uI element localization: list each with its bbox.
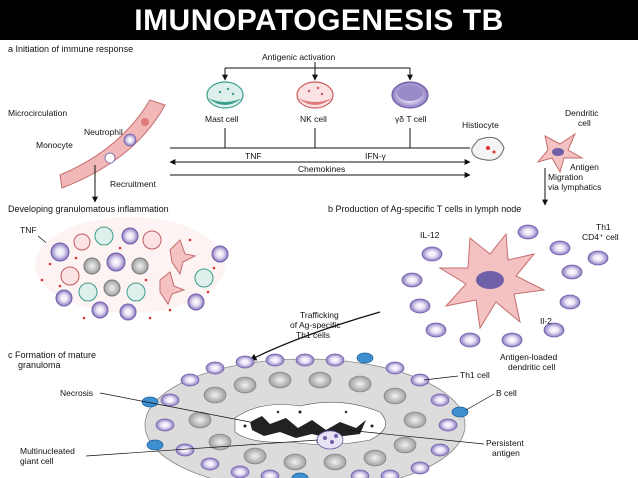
b-cell-label: B cell — [496, 388, 517, 398]
slide-title: IMUNOPATOGENESIS TB — [134, 4, 504, 37]
il2-label: Il-2 — [540, 316, 552, 326]
th1-cell-label: Th1 cell — [460, 370, 490, 380]
migration-label-2: via lymphatics — [548, 182, 601, 192]
persistent-antigen-label-1: Persistent — [486, 438, 524, 448]
trafficking-label-1: Trafficking — [300, 310, 339, 320]
section-c-title-2: granuloma — [18, 360, 61, 370]
trafficking-label-3: Th1 cells — [296, 330, 330, 340]
gd-t-cell — [391, 81, 429, 109]
chemokines-label: Chemokines — [298, 164, 345, 174]
section-granuloma-title: Developing granulomatous inflammation — [8, 204, 169, 214]
antigen-loaded-dendritic-cell — [438, 232, 546, 330]
microcirculation-label: Microcirculation — [8, 108, 67, 118]
il12-label: IL-12 — [420, 230, 440, 240]
monocyte-label: Monocyte — [36, 140, 73, 150]
activation-arrows — [222, 62, 413, 81]
cytokine-bracket — [169, 128, 471, 178]
section-b-title: b Production of Ag-specific T cells in l… — [328, 204, 521, 214]
th1-cell-pointer — [423, 375, 459, 381]
th1-cd4-label-2: CD4⁺ cell — [582, 232, 619, 242]
tnf-label-a: TNF — [245, 151, 262, 161]
mast-cell — [206, 81, 244, 109]
trafficking-arrow — [249, 311, 381, 361]
histiocyte-cell — [471, 136, 505, 161]
antigen-loaded-label-1: Antigen-loaded — [500, 352, 557, 362]
necrosis-label: Necrosis — [60, 388, 93, 398]
inflammation-cluster — [35, 217, 229, 321]
migration-label-1: Migration — [548, 172, 583, 182]
histiocyte-label: Histiocyte — [462, 120, 499, 130]
blood-vessel — [59, 99, 166, 189]
dendritic-cell-label-1: Dendritic — [565, 108, 599, 118]
mast-cell-label: Mast cell — [205, 114, 239, 124]
antigen-loaded-label-2: dendritic cell — [508, 362, 555, 372]
section-c-title: c Formation of mature — [8, 350, 96, 360]
nk-cell — [296, 81, 334, 109]
persistent-antigen-label-2: antigen — [492, 448, 520, 458]
mature-granuloma — [141, 352, 469, 478]
recruitment-label: Recruitment — [110, 179, 156, 189]
antigenic-activation-label: Antigenic activation — [262, 52, 336, 62]
th1-cd4-label-1: Th1 — [596, 222, 611, 232]
persistent-antigen-pointer — [345, 429, 485, 445]
antigen-label: Antigen — [570, 162, 599, 172]
nk-cell-label: NK cell — [300, 114, 327, 124]
ifn-gamma-label: IFN-γ — [365, 151, 387, 161]
trafficking-label-2: of Ag-specific — [290, 320, 341, 330]
gd-t-cell-label: γδ T cell — [395, 114, 427, 124]
giant-cell-pointer — [85, 439, 319, 457]
tnf-label-b: TNF — [20, 225, 37, 235]
necrosis-pointer — [99, 392, 251, 423]
tb-immunopathogenesis-figure: a Initiation of immune response Antigeni… — [0, 40, 638, 478]
dendritic-cell-label-2: cell — [578, 118, 591, 128]
neutrophil-label: Neutrophil — [84, 127, 123, 137]
lymph-node-t-cells — [401, 224, 609, 348]
multinucleated-label-1: Multinucleated — [20, 446, 75, 456]
multinucleated-label-2: giant cell — [20, 456, 54, 466]
dendritic-cell — [536, 132, 584, 174]
diagram-canvas: a Initiation of immune response Antigeni… — [8, 44, 619, 478]
section-a-title: a Initiation of immune response — [8, 44, 133, 54]
b-cell-pointer — [465, 393, 495, 411]
